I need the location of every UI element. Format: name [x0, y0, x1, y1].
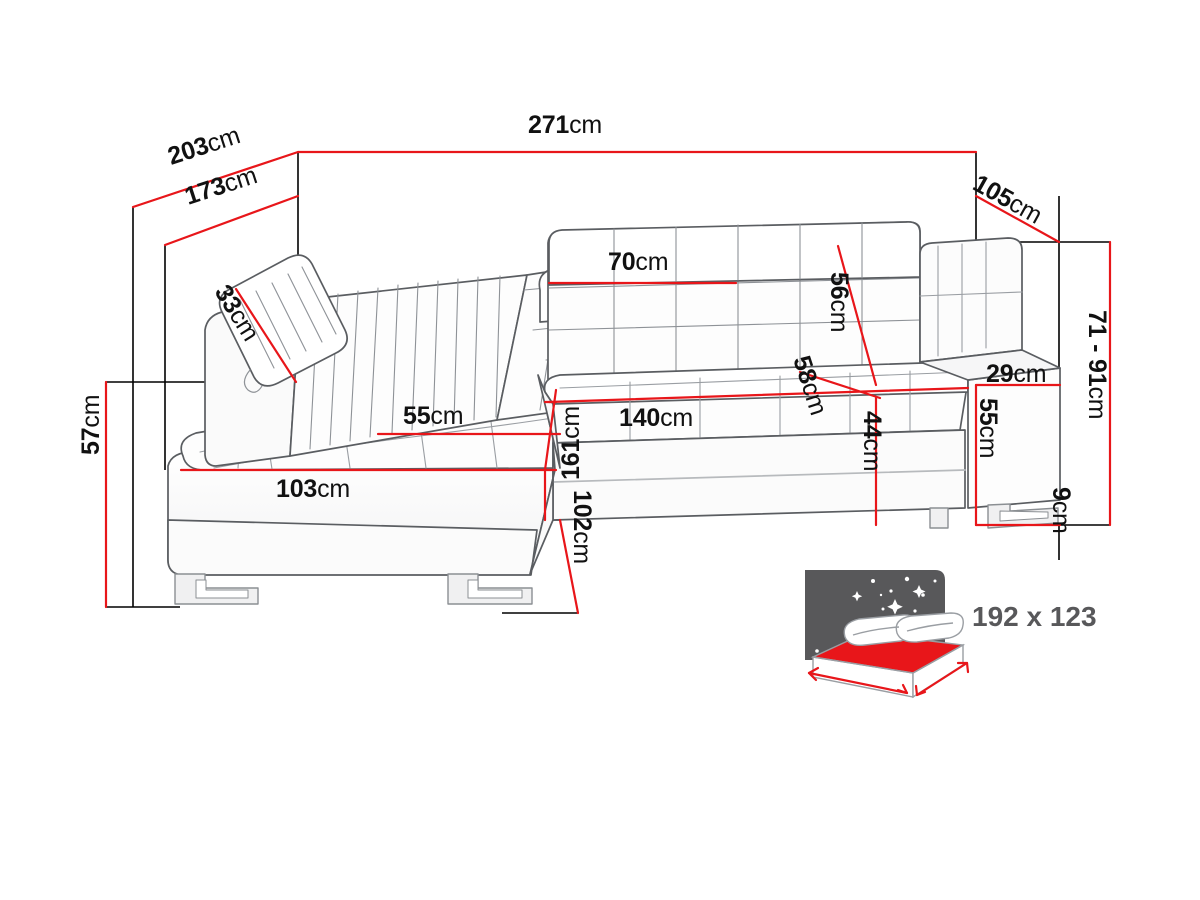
sofa-legs: [174, 503, 1059, 605]
label-103: 103cm: [276, 475, 351, 503]
cushion-ribs: [239, 266, 337, 369]
label-44: 44cm: [858, 411, 886, 472]
label-57: 57cm: [77, 394, 105, 455]
label-29: 29cm: [986, 360, 1047, 388]
label-56: 56cm: [825, 272, 853, 333]
dimline-105: [974, 194, 1061, 244]
dimline-33: [234, 287, 298, 384]
dimline-58: [798, 370, 882, 400]
pillow-icon: [843, 612, 964, 647]
dimline-173: [163, 194, 300, 247]
bed-icon: [805, 570, 970, 699]
label-55-arm: 55cm: [974, 398, 1002, 459]
label-70: 70cm: [608, 248, 669, 276]
label-71-91: 71 - 91cm: [1083, 310, 1111, 420]
dimline-102: [558, 518, 580, 615]
label-161: 161cm: [557, 405, 585, 480]
label-140: 140cm: [619, 404, 694, 432]
dimline-140: [547, 386, 970, 404]
dimline-203: [131, 150, 300, 209]
dimline-56: [836, 244, 878, 387]
bed-size-label: 192 x 123: [972, 601, 1097, 632]
dimension-lines: [104, 150, 1112, 615]
sofa-outline: [167, 221, 1061, 605]
label-9: 9cm: [1047, 487, 1075, 534]
bed-dimension-arrows: [807, 661, 970, 697]
label-102: 102cm: [568, 490, 596, 565]
dimline-161: [543, 388, 558, 472]
label-271: 271cm: [528, 111, 603, 139]
label-55-seat: 55cm: [403, 402, 464, 430]
